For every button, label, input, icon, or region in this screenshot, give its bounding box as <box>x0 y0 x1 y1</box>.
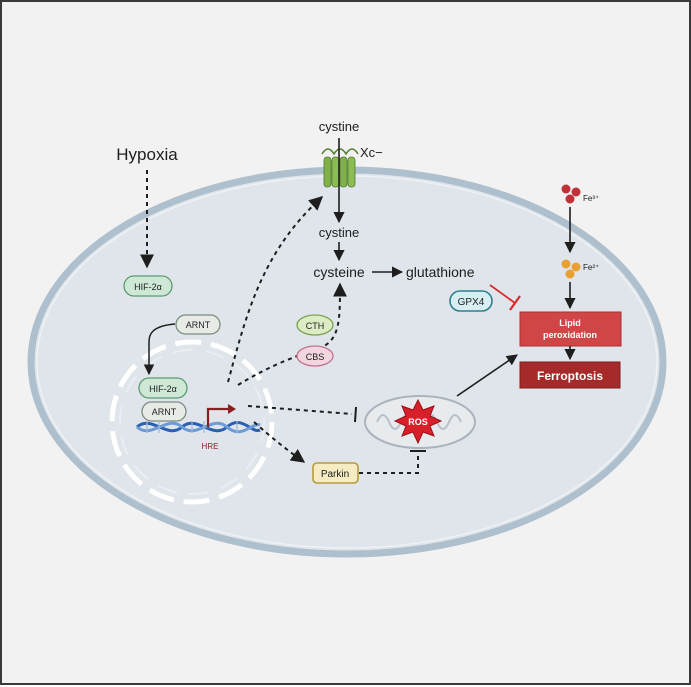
glutathione-label: glutathione <box>406 264 475 280</box>
dashed-arrow-to-xc <box>227 196 324 383</box>
fe2-ions <box>561 259 581 279</box>
hypoxia-label: Hypoxia <box>116 145 178 164</box>
ros-to-ferroptosis-arrow <box>456 354 518 397</box>
binding-arrow <box>143 323 176 376</box>
gpx4-label: GPX4 <box>458 297 485 308</box>
ros-burst: ROS <box>393 398 443 445</box>
cystine-outside-label: cystine <box>319 119 359 134</box>
xc-label: Xc− <box>360 145 383 160</box>
cbs-node: CBS <box>296 345 334 367</box>
transcription-start-arrow <box>206 407 230 427</box>
hre-label: HRE <box>202 442 219 451</box>
arnt-bottom-label: ARNT <box>152 407 177 417</box>
dashed-arrow-to-parkin <box>253 421 306 463</box>
parkin-label: Parkin <box>321 469 349 480</box>
parkin-inhibit-line <box>359 454 419 474</box>
lipid-peroxidation-box: Lipid peroxidation <box>519 311 622 347</box>
gpx4-node: GPX4 <box>449 290 493 312</box>
hif2a-pill-top: HIF-2α <box>123 275 173 297</box>
lipid-line2: peroxidation <box>543 330 597 340</box>
hif2a-top-label: HIF-2α <box>134 282 162 292</box>
xc-transporter <box>321 148 359 188</box>
hif2a-pill-bottom: HIF-2α <box>138 377 188 399</box>
arnt-pill-bottom: ARNT <box>141 401 187 422</box>
ferroptosis-box: Ferroptosis <box>519 361 621 389</box>
cth-label: CTH <box>306 321 325 331</box>
cth-node: CTH <box>296 314 334 336</box>
transcription-start-arrowhead <box>228 404 236 414</box>
fe2-label: Fe²⁺ <box>583 263 599 272</box>
gsh-inhibit-line <box>489 284 516 304</box>
cysteine-label: cysteine <box>313 264 365 280</box>
fe3-ions <box>561 184 581 204</box>
lipid-line1: Lipid <box>559 318 581 328</box>
dashed-inhibit-to-mito <box>247 405 353 415</box>
arnt-pill-top: ARNT <box>175 314 221 335</box>
ros-label: ROS <box>408 417 428 427</box>
nucleus-envelope <box>109 339 275 505</box>
ferroptosis-label: Ferroptosis <box>537 369 603 383</box>
arnt-top-label: ARNT <box>186 320 211 330</box>
fe3-label: Fe³⁺ <box>583 194 599 203</box>
hif2a-bottom-label: HIF-2α <box>149 384 177 394</box>
nucleus-envelope-inner <box>119 349 265 495</box>
parkin-node: Parkin <box>312 462 359 484</box>
dna-helix <box>136 421 261 434</box>
cystine-inside-label: cystine <box>319 225 359 240</box>
inhibit-bar-mito <box>354 406 357 423</box>
gsh-inhibit-bar <box>509 295 521 311</box>
cbs-label: CBS <box>306 352 325 362</box>
